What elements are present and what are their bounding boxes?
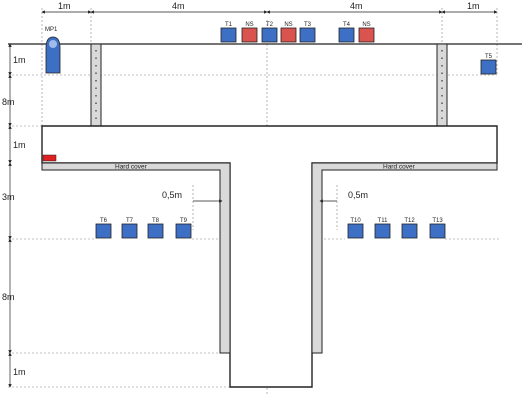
top-sensor-group: T1 NS T2 NS T3 T4 NS	[220, 22, 375, 43]
sensor-t4-box-5	[338, 27, 355, 43]
hard-covers	[41, 162, 498, 354]
dim-left-6: 1m	[13, 367, 26, 377]
sensor-t4-label-5: T4	[343, 22, 351, 28]
sensor-ns-label-3: NS	[284, 22, 292, 28]
left-sensor-row: T6 T7 T8 T9	[95, 218, 192, 239]
sensor-t5-label: T5	[485, 54, 493, 60]
sensor-ns-label-6: NS	[362, 22, 370, 28]
sensor-t8-box-2	[147, 223, 164, 239]
sensor-ns-box-3	[280, 27, 297, 43]
hard-cover-left-label: Hard cover	[115, 164, 148, 171]
sensor-t7-label-1: T7	[126, 218, 134, 224]
sensor-t2-box-2	[261, 27, 278, 43]
sensor-t10-box-0	[347, 223, 364, 239]
dim-left-1: 1m	[13, 55, 26, 65]
dim-left-2: 8m	[2, 97, 15, 107]
sensor-ns-box-6	[358, 27, 375, 43]
sensor-t3-box-4	[299, 27, 316, 43]
sensor-t10-label-0: T10	[350, 218, 361, 224]
sensor-t13-label-3: T13	[432, 218, 443, 224]
sensor-t1-label-0: T1	[225, 22, 233, 28]
sensor-t11-box-1	[374, 223, 391, 239]
sensor-ns-label-1: NS	[245, 22, 253, 28]
offset-left-label: 0,5m	[162, 190, 182, 200]
dim-left-5: 8m	[2, 292, 15, 302]
sensor-t6-box-0	[95, 223, 112, 239]
sensor-t7-box-1	[121, 223, 138, 239]
sensor-t9-box-3	[175, 223, 192, 239]
sensor-t3-label-4: T3	[304, 22, 312, 28]
sensor-t12-label-2: T12	[404, 218, 415, 224]
right-sensor-row: T10 T11 T12 T13	[347, 218, 446, 239]
dim-top-mid-right: 4m	[350, 1, 363, 11]
mp1-sensor-icon	[45, 36, 61, 74]
vertical-posts	[90, 43, 448, 127]
sensor-ns-box-1	[241, 27, 258, 43]
hard-cover-right-label: Hard cover	[383, 164, 416, 171]
sensor-t1-box-0	[220, 27, 237, 43]
sensor-t6-label-0: T6	[100, 218, 108, 224]
dim-left-4: 3m	[2, 192, 15, 202]
sensor-t5-group: T5	[480, 54, 497, 75]
mp1-label: MP1	[45, 27, 58, 33]
sensor-t8-label-2: T8	[152, 218, 160, 224]
sensor-t5-box	[480, 59, 497, 75]
red-marker	[42, 154, 57, 162]
sensor-t13-box-3	[429, 223, 446, 239]
dim-top-left: 1m	[58, 1, 71, 11]
sensor-t12-box-2	[401, 223, 418, 239]
offset-right-label: 0,5m	[348, 190, 368, 200]
dim-left-3: 1m	[13, 140, 26, 150]
sensor-t11-label-1: T11	[378, 218, 389, 224]
sensor-t2-label-2: T2	[266, 22, 274, 28]
sensor-t9-label-3: T9	[180, 218, 188, 224]
dim-top-mid-left: 4m	[172, 1, 185, 11]
dim-top-right: 1m	[467, 1, 480, 11]
